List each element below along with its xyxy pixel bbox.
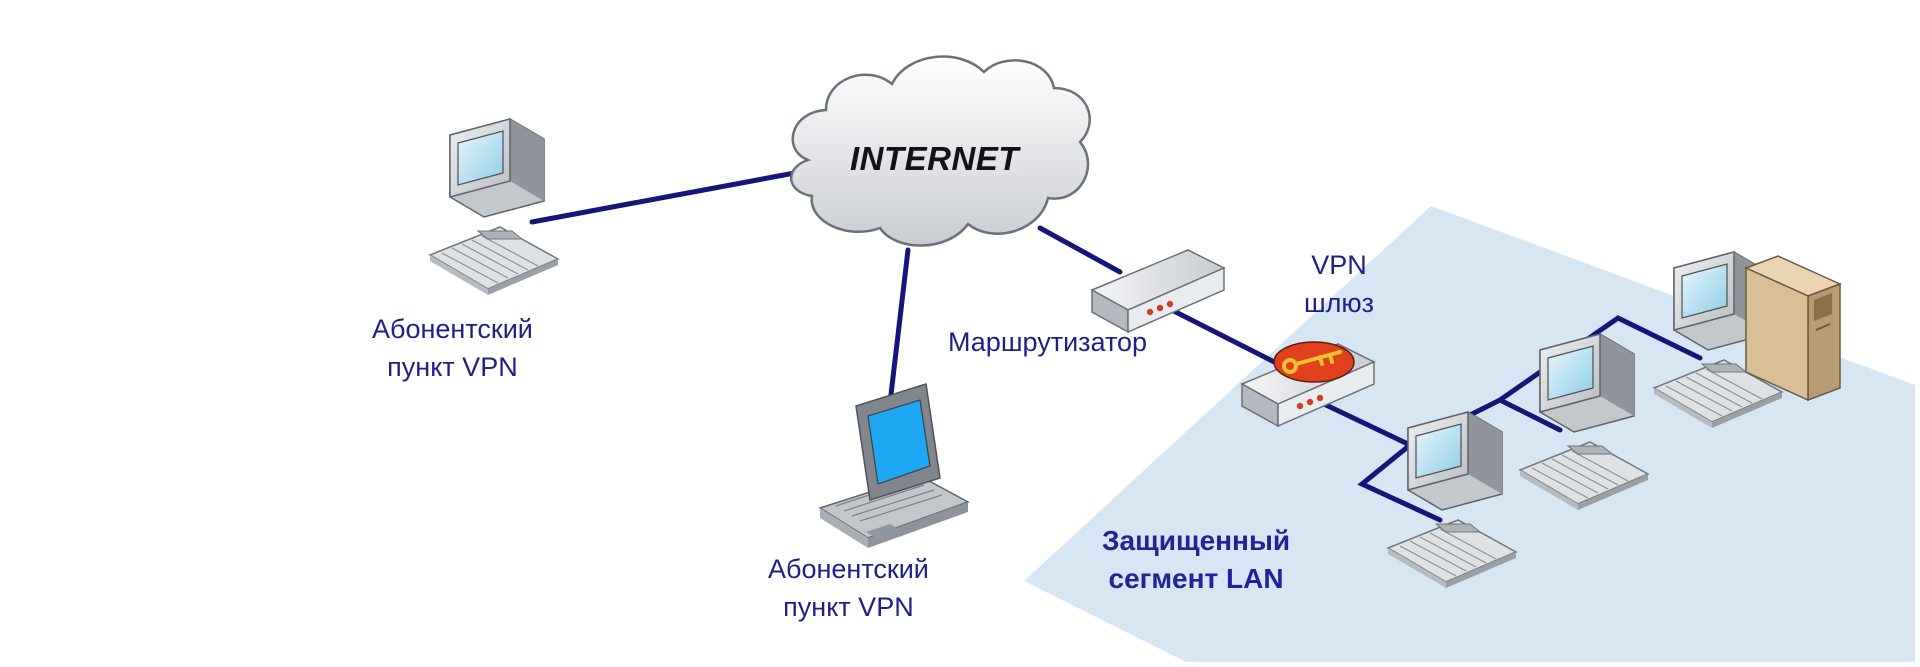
remote-pc-label: Абонентский пункт VPN bbox=[372, 310, 533, 386]
laptop-label-line1: Абонентский bbox=[768, 554, 929, 584]
lan-segment-label-line2: сегмент LAN bbox=[1108, 563, 1284, 594]
router-label: Маршрутизатор bbox=[948, 323, 1147, 361]
link-gateway-lan bbox=[1302, 392, 1443, 523]
laptop-label-line2: пункт VPN bbox=[783, 592, 914, 622]
internet-label: INTERNET bbox=[850, 140, 1019, 177]
lan-segment-label: Защищенный сегмент LAN bbox=[1102, 522, 1290, 598]
vpn-gateway-label-line1: VPN bbox=[1311, 250, 1367, 280]
link-router-gateway bbox=[1157, 301, 1293, 373]
link-remote-pc-internet bbox=[529, 169, 803, 225]
laptop-icon bbox=[819, 383, 969, 549]
vpn-gateway-label-line2: шлюз bbox=[1304, 288, 1375, 318]
link-internet-router bbox=[1037, 225, 1123, 275]
link-laptop-internet bbox=[885, 247, 911, 423]
vpn-gateway-label: VPN шлюз bbox=[1304, 246, 1374, 322]
remote-pc-icon bbox=[429, 118, 559, 296]
internet-cloud bbox=[789, 55, 1091, 247]
server-icon bbox=[1744, 255, 1842, 402]
remote-pc-label-line2: пункт VPN bbox=[387, 352, 518, 382]
laptop-label: Абонентский пункт VPN bbox=[768, 550, 929, 626]
router-label-text: Маршрутизатор bbox=[948, 327, 1148, 357]
vpn-gateway-icon bbox=[1241, 341, 1375, 427]
key-icon bbox=[1282, 350, 1342, 374]
lan-segment-label-line1: Защищенный bbox=[1102, 525, 1291, 556]
remote-pc-label-line1: Абонентский bbox=[372, 314, 533, 344]
router-icon bbox=[1091, 249, 1225, 333]
